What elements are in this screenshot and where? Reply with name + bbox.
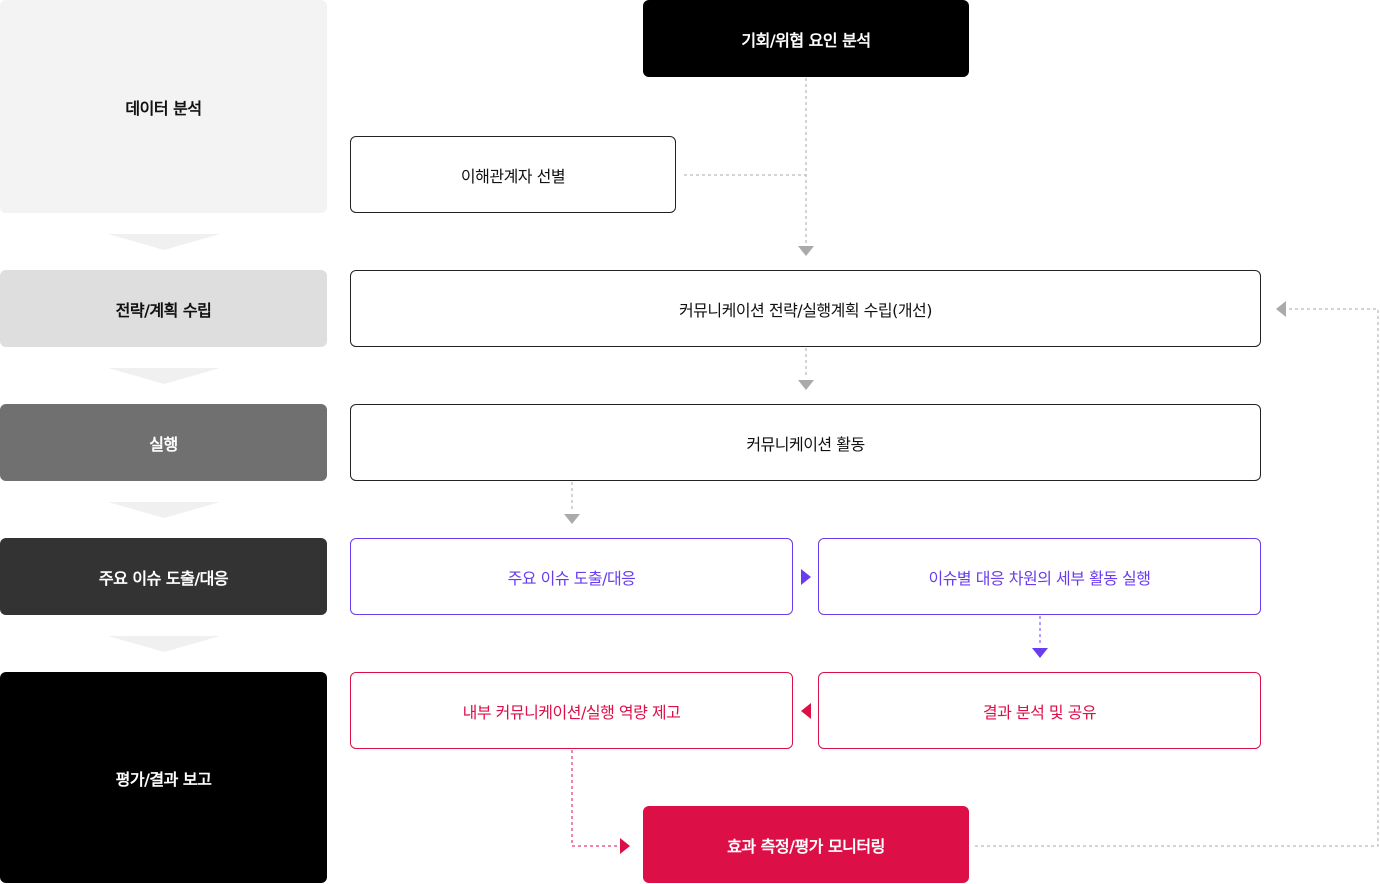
arrow-down-icon bbox=[1032, 648, 1048, 658]
opportunity-box: 기회/위협 요인 분석 bbox=[643, 0, 969, 77]
arrow-down-icon bbox=[798, 380, 814, 390]
arrow-left-icon bbox=[801, 703, 811, 719]
strategy-box: 커뮤니케이션 전략/실행계획 수립(개선) bbox=[350, 270, 1261, 347]
activity-box: 커뮤니케이션 활동 bbox=[350, 404, 1261, 481]
stage-data-analysis: 데이터 분석 bbox=[0, 0, 327, 213]
arrow-right-icon bbox=[801, 569, 811, 585]
stakeholder-box: 이해관계자 선별 bbox=[350, 136, 676, 213]
stage-execution: 실행 bbox=[0, 404, 327, 481]
chevron-down-icon bbox=[108, 502, 220, 518]
arrow-down-icon bbox=[798, 246, 814, 256]
chevron-down-icon bbox=[108, 636, 220, 652]
feedback-line bbox=[975, 308, 1379, 847]
stage-evaluation: 평가/결과 보고 bbox=[0, 672, 327, 883]
arrow-right-icon bbox=[620, 838, 630, 854]
issue-box: 주요 이슈 도출/대응 bbox=[350, 538, 793, 615]
connector-line bbox=[571, 750, 618, 847]
stage-issue: 주요 이슈 도출/대응 bbox=[0, 538, 327, 615]
internal-box: 내부 커뮤니케이션/실행 역량 제고 bbox=[350, 672, 793, 749]
arrow-down-icon bbox=[564, 514, 580, 524]
arrow-left-icon bbox=[1276, 301, 1286, 317]
chevron-down-icon bbox=[108, 368, 220, 384]
chevron-down-icon bbox=[108, 234, 220, 250]
stage-strategy: 전략/계획 수립 bbox=[0, 270, 327, 347]
monitor-box: 효과 측정/평가 모니터링 bbox=[643, 806, 969, 883]
detail-box: 이슈별 대응 차원의 세부 활동 실행 bbox=[818, 538, 1261, 615]
stage-chevrons bbox=[108, 234, 220, 652]
result-box: 결과 분석 및 공유 bbox=[818, 672, 1261, 749]
